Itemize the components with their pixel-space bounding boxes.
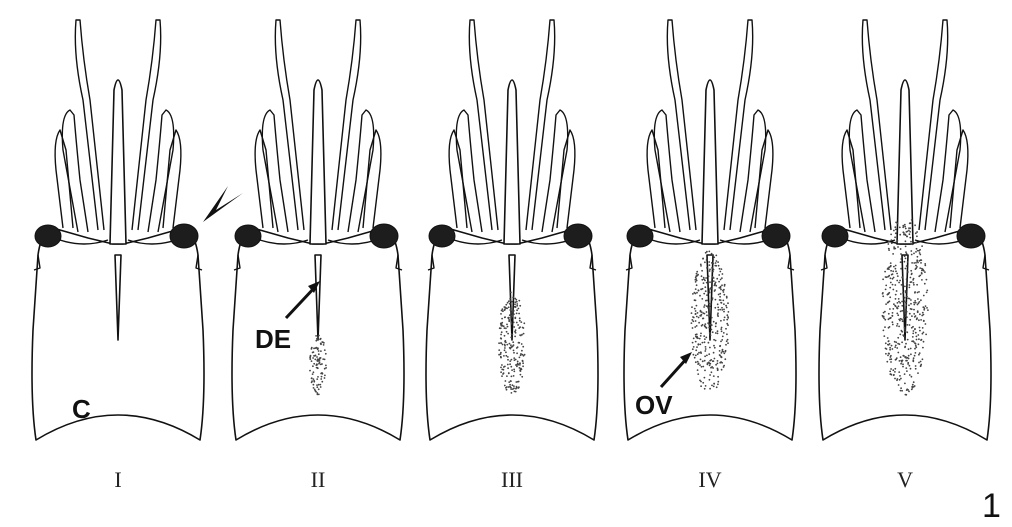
stage-2: II	[232, 20, 404, 492]
eye-right	[564, 224, 592, 248]
eye-left	[627, 225, 653, 247]
stage-numeral: I	[114, 467, 121, 492]
eye-right	[170, 224, 198, 248]
arrowhead-marker	[203, 186, 243, 222]
label-ov: OV	[635, 390, 673, 420]
eye-left	[822, 225, 848, 247]
eye-right	[957, 224, 985, 248]
label-de: DE	[255, 324, 291, 354]
stage-numeral: III	[501, 467, 523, 492]
stage-3: III	[426, 20, 598, 492]
stage-numeral: IV	[698, 467, 721, 492]
eye-right	[762, 224, 790, 248]
stage-4: IV	[624, 20, 796, 492]
eye-left	[235, 225, 261, 247]
stage-1: I	[32, 20, 204, 492]
stage-numeral: II	[311, 467, 326, 492]
eye-left	[429, 225, 455, 247]
panel-number: 1	[982, 487, 1001, 525]
stage-5: V	[819, 20, 991, 492]
eye-right	[370, 224, 398, 248]
stage-numeral: V	[897, 467, 913, 492]
eye-left	[35, 225, 61, 247]
label-c: C	[72, 394, 91, 424]
